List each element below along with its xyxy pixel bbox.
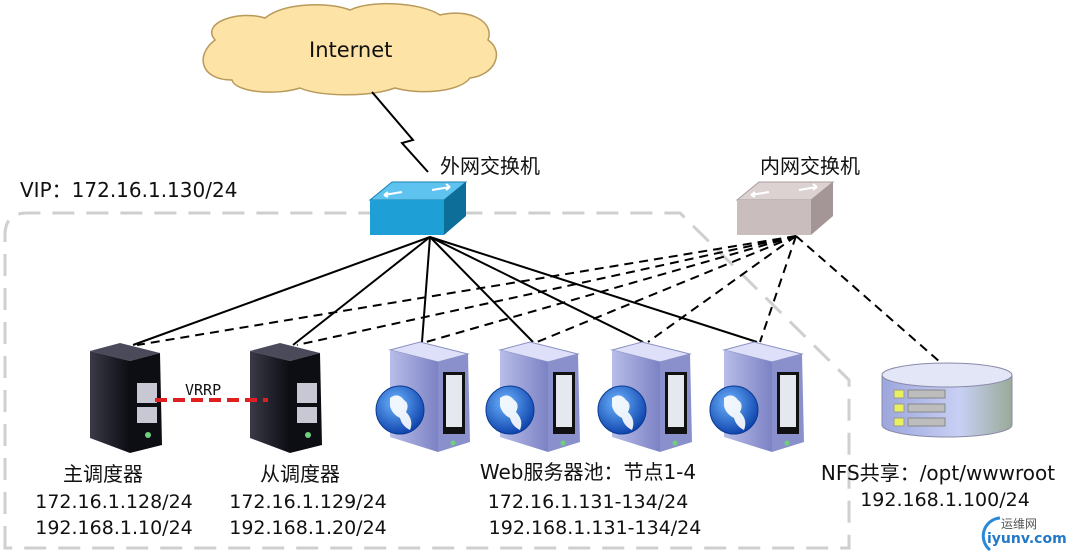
backup-scheduler-name: 从调度器 [260, 462, 340, 486]
master-scheduler-ip-external: 172.16.1.128/24 [35, 491, 193, 513]
int-link-master [136, 235, 797, 346]
int-link-nfs [795, 235, 941, 363]
internet-label: Internet [309, 38, 393, 62]
cluster-boundary [3, 211, 851, 550]
backup-scheduler-ip-external: 172.16.1.129/24 [229, 491, 387, 513]
watermark-logo-icon [981, 516, 1001, 552]
ext-link-web4 [429, 236, 758, 343]
backup-scheduler-server-icon [250, 343, 322, 453]
internal-switch-icon [735, 181, 835, 235]
internet-uplink [371, 91, 429, 173]
int-link-web3 [647, 235, 797, 343]
int-link-backup [296, 235, 797, 346]
web-server-node-icon [597, 341, 692, 452]
watermark-cn: 运维网 [1001, 517, 1038, 531]
external-switch-icon [368, 181, 468, 235]
internet-cloud [202, 2, 498, 96]
web-server-node-icon [485, 341, 580, 452]
web-server-node-icon [375, 341, 470, 452]
internal-links [136, 235, 941, 363]
ext-link-web2 [429, 236, 534, 343]
nfs-ip: 192.168.1.100/24 [860, 489, 1030, 511]
nfs-storage-icon [881, 362, 1013, 438]
web-pool-ip-external: 172.16.1.131-134/24 [487, 491, 689, 513]
web-pool-name: Web服务器池：节点1-4 [479, 460, 697, 484]
web-server-node-icon [709, 341, 804, 452]
external-links [132, 236, 758, 346]
ext-link-backup [292, 236, 431, 346]
ext-link-web1 [421, 236, 431, 343]
web-pool-ip-internal: 192.168.1.131-134/24 [488, 517, 702, 539]
int-link-web4 [759, 235, 797, 343]
nfs-name: NFS共享：/opt/wwwroot [820, 461, 1056, 485]
int-link-web2 [536, 235, 797, 343]
backup-scheduler-ip-internal: 192.168.1.20/24 [229, 517, 387, 539]
vip-label: VIP：172.16.1.130/24 [20, 178, 238, 202]
ext-link-master [132, 236, 431, 346]
internal-switch-label: 内网交换机 [760, 154, 860, 178]
watermark: 运维网 iyunv.com [975, 513, 1075, 553]
external-switch-label: 外网交换机 [440, 154, 540, 178]
watermark-en: iyunv.com [987, 531, 1067, 547]
int-link-web1 [425, 235, 797, 343]
master-scheduler-name: 主调度器 [63, 462, 143, 486]
master-scheduler-server-icon [90, 343, 162, 453]
ext-link-web3 [429, 236, 644, 343]
master-scheduler-ip-internal: 192.168.1.10/24 [35, 517, 193, 539]
vrrp-label: VRRP [185, 381, 222, 399]
